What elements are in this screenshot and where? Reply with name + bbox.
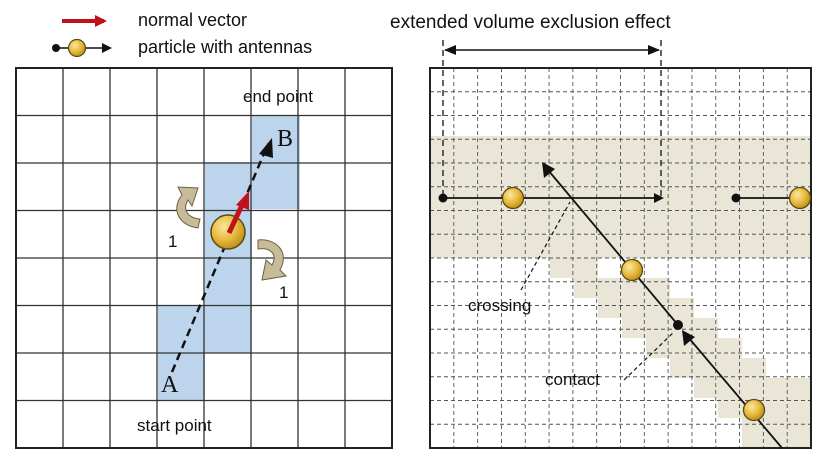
- beige-region: [694, 378, 811, 398]
- left-panel: 1 1 A B end point start point: [15, 67, 393, 449]
- legend-normal-vector-label: normal vector: [138, 10, 247, 30]
- rotation-count-right: 1: [279, 283, 288, 302]
- contact-point-dot: [673, 320, 683, 330]
- beige-region: [550, 258, 598, 278]
- right-panel: extended volume exclusion effect crossin…: [390, 12, 812, 449]
- beige-region: [574, 278, 670, 298]
- beige-region: [646, 338, 742, 358]
- particle-diagonal-upper: [620, 258, 644, 282]
- exclusion-span-arrowhead-right: [648, 45, 660, 55]
- highlight-cell: [158, 306, 252, 353]
- normal-vector-arrowhead: [236, 191, 249, 210]
- right-grid-border: [429, 67, 812, 449]
- normal-vector-arrow: [226, 201, 246, 235]
- particle-diagonal-lower: [742, 398, 766, 422]
- exclusion-span-arrowhead-left: [444, 45, 456, 55]
- highlight-cell: [158, 353, 205, 400]
- crossing-label: crossing: [468, 296, 531, 315]
- rotation-arrow-left: [176, 186, 201, 229]
- beige-region: [598, 298, 694, 318]
- diagonal-antenna-lower-arrowhead: [682, 330, 695, 346]
- end-point-label: end point: [243, 87, 313, 106]
- left-grid-border: [15, 67, 393, 449]
- rotation-arrow-right-icon: [257, 239, 288, 281]
- crossing-leader: [520, 201, 571, 291]
- diagonal-antenna-upper-arrowhead: [542, 162, 555, 178]
- point-label-b: B: [277, 126, 293, 152]
- particle-edge: [788, 186, 812, 210]
- highlight-cell: [205, 162, 300, 209]
- exclusion-title: extended volume exclusion effect: [390, 12, 671, 33]
- legend: normal vector particle with antennas: [52, 10, 312, 58]
- point-label-a: A: [161, 372, 179, 398]
- diagonal-antenna-lower: [687, 336, 783, 449]
- beige-region: [622, 318, 718, 338]
- start-point-label: start point: [137, 416, 212, 435]
- diagonal-antenna-upper: [547, 169, 679, 326]
- trajectory-arrowhead: [259, 138, 273, 158]
- trajectory-arrow: [170, 143, 270, 373]
- contact-leader: [623, 331, 675, 381]
- rotation-arrow-left-icon: [176, 186, 201, 229]
- legend-particle-label: particle with antennas: [138, 37, 312, 57]
- contact-label: contact: [545, 370, 600, 389]
- beige-region: [742, 418, 811, 448]
- rotation-count-left: 1: [168, 232, 177, 251]
- legend-particle-icon: [67, 38, 87, 58]
- rotation-arrow-right: [257, 239, 288, 281]
- beige-region: [670, 358, 766, 378]
- horizontal-antenna-end-dot: [438, 193, 448, 203]
- particle-horizontal: [501, 186, 525, 210]
- edge-antenna-end-dot: [731, 193, 741, 203]
- left-grid: [16, 68, 392, 448]
- right-grid: [430, 68, 811, 448]
